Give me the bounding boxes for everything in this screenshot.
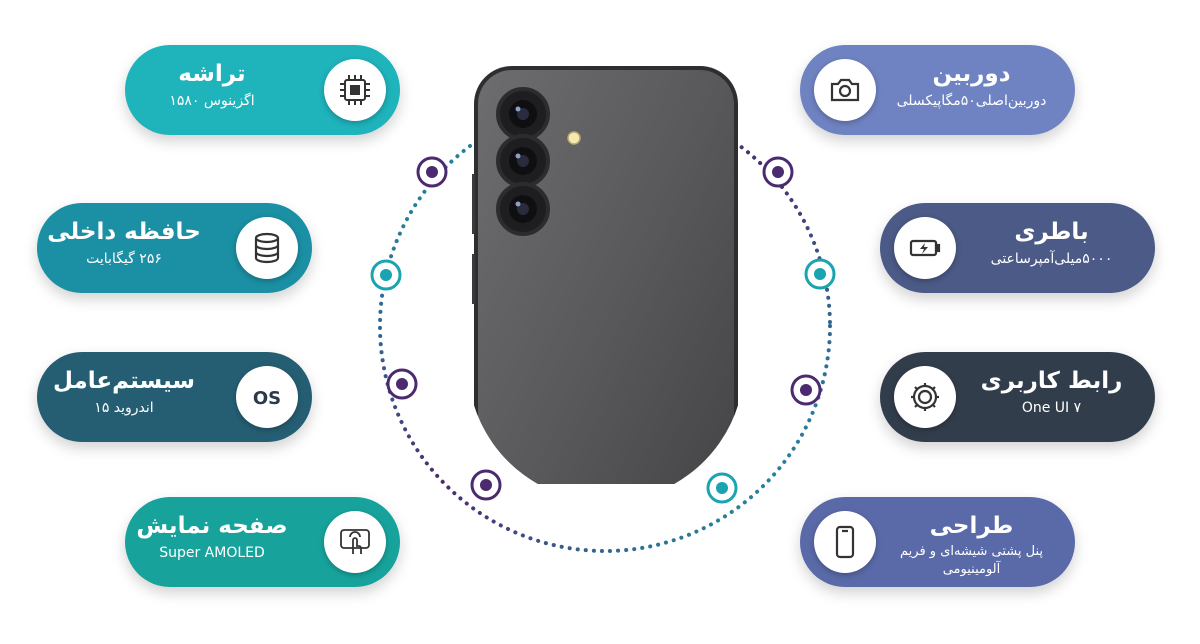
- feature-subtitle: ۵۰۰۰میلی‌آمپرساعتی: [990, 251, 1113, 267]
- phone-image: [470, 64, 742, 505]
- orbit-marker: [370, 259, 402, 291]
- feature-title: تراشه: [178, 61, 246, 87]
- camera-icon: [814, 59, 876, 121]
- feature-title: طراحی: [929, 513, 1014, 539]
- feature-title: باطری: [1014, 219, 1089, 245]
- feature-subtitle: اگزینوس ۱۵۸۰: [169, 93, 255, 109]
- feature-subtitle: دوربین‌اصلی۵۰مگاپیکسلی: [896, 93, 1047, 109]
- feature-title: دوربین: [932, 61, 1011, 87]
- gear-icon: [894, 366, 956, 428]
- smartphone-back-icon: [470, 66, 742, 505]
- os-icon: OS: [236, 366, 298, 428]
- svg-text:OS: OS: [253, 388, 281, 409]
- orbit-marker: [790, 374, 822, 406]
- feature-title: صفحه نمایش: [136, 513, 288, 539]
- orbit-marker: [804, 258, 836, 290]
- battery-icon: [894, 217, 956, 279]
- feature-subtitle: One UI ۷: [1021, 400, 1082, 416]
- orbit-marker: [706, 472, 738, 504]
- smartphone-icon: [814, 511, 876, 573]
- feature-title: سیستم‌عامل: [53, 368, 195, 394]
- feature-subtitle: اندروید ۱۵: [94, 400, 154, 416]
- feature-pill-chip: تراشه اگزینوس ۱۵۸۰: [125, 45, 400, 135]
- feature-pill-camera: دوربین دوربین‌اصلی۵۰مگاپیکسلی: [800, 45, 1075, 135]
- feature-pill-ui: رابط کاربری One UI ۷: [880, 352, 1155, 442]
- feature-pill-os: سیستم‌عامل اندروید ۱۵ OS: [37, 352, 312, 442]
- orbit-marker: [386, 368, 418, 400]
- feature-pill-battery: باطری ۵۰۰۰میلی‌آمپرساعتی: [880, 203, 1155, 293]
- camera-lens: [496, 134, 550, 188]
- feature-pill-storage: حافظه داخلی ۲۵۶ گیگابایت: [37, 203, 312, 293]
- orbit-marker: [762, 156, 794, 188]
- camera-lens: [496, 182, 550, 236]
- feature-pill-design: طراحی پنل پشتی شیشه‌ای و فریم آلومینیومی: [800, 497, 1075, 587]
- feature-title: رابط کاربری: [980, 368, 1123, 394]
- chip-icon: [324, 59, 386, 121]
- camera-lens: [496, 87, 550, 141]
- feature-subtitle: پنل پشتی شیشه‌ای و فریم آلومینیومی: [900, 544, 1043, 577]
- flash-icon: [567, 131, 581, 145]
- feature-pill-display: صفحه نمایش Super AMOLED: [125, 497, 400, 587]
- feature-title: حافظه داخلی: [47, 219, 201, 245]
- orbit-marker: [470, 469, 502, 501]
- database-icon: [236, 217, 298, 279]
- feature-subtitle: Super AMOLED: [159, 545, 265, 561]
- feature-subtitle: ۲۵۶ گیگابایت: [86, 251, 162, 267]
- orbit-marker: [416, 156, 448, 188]
- touch-screen-icon: [324, 511, 386, 573]
